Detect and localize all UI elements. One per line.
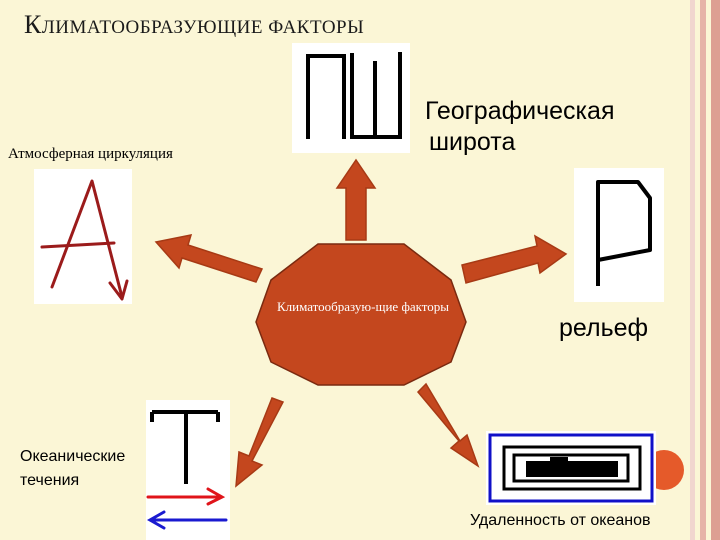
ocean-currents-label-line1: Океанические <box>20 448 126 465</box>
geo-latitude-card <box>292 43 410 153</box>
distance-frame-icon <box>488 433 654 503</box>
atmosphere-card <box>34 169 132 304</box>
center-decagon <box>255 243 467 386</box>
relief-label: рельеф <box>559 314 649 342</box>
ocean-currents-label-line2: течения <box>20 472 80 489</box>
ocean-currents-card <box>146 400 230 540</box>
arrow-up-to-latitude <box>335 158 377 241</box>
distance-card <box>486 431 656 505</box>
slide-title-first-letter: К <box>24 10 42 39</box>
atmosphere-letter-icon <box>40 179 129 301</box>
ocean-currents-label: Океанические течения <box>20 445 125 493</box>
arrow-to-relief <box>461 234 568 284</box>
relief-card <box>574 168 664 302</box>
ocean-currents-icon <box>146 410 228 530</box>
slide-title-rest: лиматообразующие факторы <box>41 17 365 38</box>
geo-latitude-label: Географическая широта <box>425 96 615 158</box>
slide-title: Климатообразующие факторы <box>24 10 364 40</box>
geo-letters-icon <box>306 52 402 139</box>
geo-latitude-label-line1: Географическая <box>425 97 615 125</box>
geo-latitude-label-line2: широта <box>429 128 516 156</box>
relief-letter-icon <box>596 180 652 286</box>
arrow-to-distance <box>416 382 480 468</box>
distance-label: Удаленность от океанов <box>470 512 651 529</box>
arrow-to-ocean-currents <box>235 397 285 488</box>
center-label: Климатообразую-щие факторы <box>276 299 450 314</box>
arrow-to-atmosphere <box>154 234 264 283</box>
atmosphere-label: Атмосферная циркуляция <box>8 146 173 162</box>
